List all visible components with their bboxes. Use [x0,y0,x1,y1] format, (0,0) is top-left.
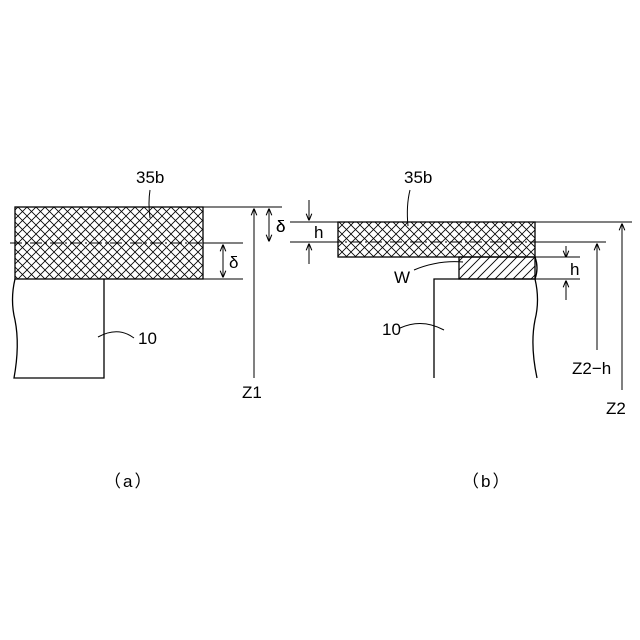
delta-label-lower-a: δ [229,253,238,272]
leader-35b-b [407,190,410,226]
delta-label-b: δ [276,217,285,236]
h-label-left: h [314,223,323,242]
weld-w [459,257,535,279]
workpiece-10-a [13,279,105,378]
h-label-right: h [570,260,579,279]
leader-10-b [400,323,444,330]
plate-label-a: 35b [136,168,164,187]
workpiece-10-b [434,279,538,378]
caption-a: （a） [104,472,153,491]
panel-a: 35b 10 δ δ Z1 （a） [10,168,285,491]
plate-label-b: 35b [404,168,432,187]
panel-b: 35b W 10 δ h h Z2−h Z2 （b） [276,168,632,491]
weld-label: W [394,268,410,287]
leader-w [414,262,463,270]
leader-35b-a [149,190,150,218]
caption-b: （b） [462,472,511,491]
z2h-label: Z2−h [572,359,611,378]
z2-label: Z2 [606,399,626,418]
plate-35b-b [338,222,535,257]
workpiece-label-b: 10 [382,320,401,339]
z1-label: Z1 [242,383,262,402]
workpiece-label-a: 10 [138,329,157,348]
